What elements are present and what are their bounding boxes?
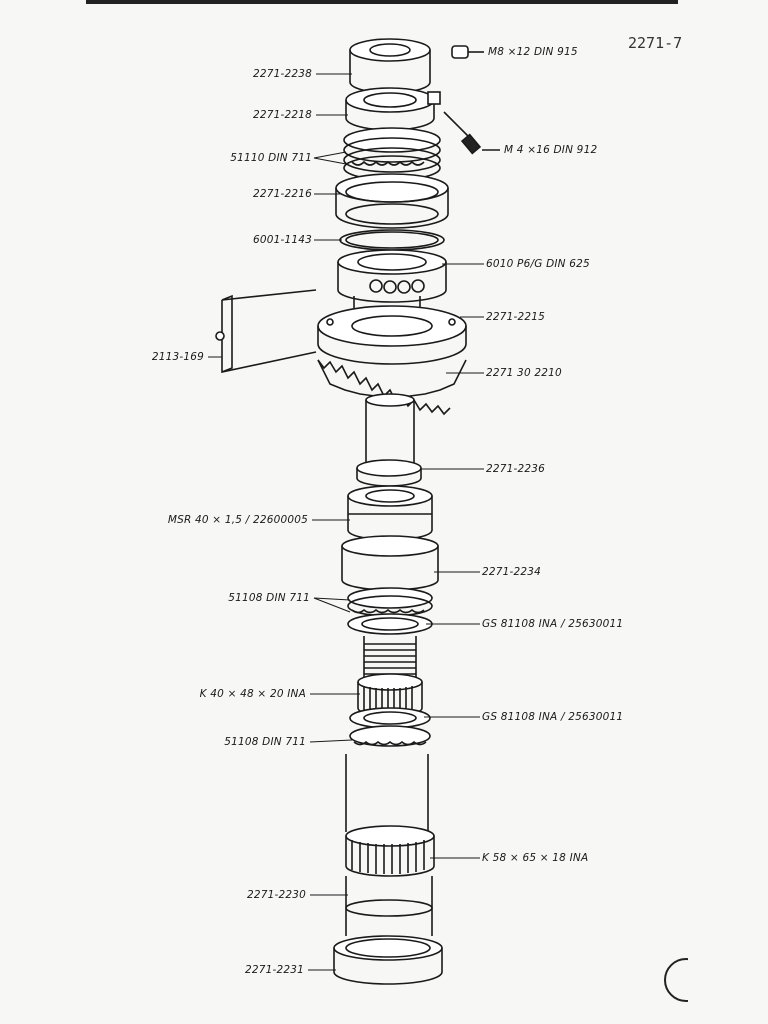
part-2271-2234 xyxy=(341,535,439,591)
leader-lines xyxy=(208,73,484,971)
label-gs-81108-upper: GS 81108 INA / 25630011 xyxy=(482,618,624,630)
part-2271-2230 xyxy=(345,876,433,936)
label-6010-din-625: 6010 P6/G DIN 625 xyxy=(486,258,590,270)
shaft-upper xyxy=(365,393,415,468)
label-2113-169: 2113-169 xyxy=(151,351,204,363)
label-2271-2231: 2271-2231 xyxy=(244,964,304,976)
label-51108-din-711-lower: 51108 DIN 711 xyxy=(224,736,306,748)
label-m4-din-912: M 4 ×16 DIN 912 xyxy=(504,144,598,156)
label-msr-40: MSR 40 × 1,5 / 22600005 xyxy=(167,514,308,526)
thrust-bearing-51108-upper xyxy=(347,587,433,617)
label-2271-30-2210: 2271 30 2210 xyxy=(486,367,562,379)
label-2271-2234: 2271-2234 xyxy=(482,566,542,578)
label-2271-2218: 2271-2218 xyxy=(252,109,312,121)
label-2271-2215: 2271-2215 xyxy=(486,311,546,323)
shaft-lower xyxy=(345,754,429,832)
label-gs-81108-lower: GS 81108 INA / 25630011 xyxy=(482,711,624,723)
label-6001-1143: 6001-1143 xyxy=(252,234,312,246)
top-border xyxy=(86,0,678,4)
washer-gs-81108-upper xyxy=(347,613,433,635)
part-2271-2216 xyxy=(335,173,449,229)
label-51108-din-711-upper: 51108 DIN 711 xyxy=(228,592,310,604)
part-2271-2236 xyxy=(356,459,422,487)
label-m8-din-915: M8 ×12 DIN 915 xyxy=(488,46,578,58)
needle-bearing-k58 xyxy=(345,825,435,877)
thrust-bearing-51110 xyxy=(343,127,441,181)
locknut-msr-40 xyxy=(347,485,433,541)
label-2271-2216: 2271-2216 xyxy=(252,188,312,200)
threaded-shaft xyxy=(363,636,417,680)
key-plate-2113-169 xyxy=(215,289,317,373)
thrust-bearing-51108-lower xyxy=(349,725,431,747)
label-k58-ina: K 58 × 65 × 18 INA xyxy=(482,852,589,864)
part-2271-2218 xyxy=(345,87,441,131)
circlip-6001-1143 xyxy=(339,229,445,251)
screw-m4 xyxy=(443,111,500,155)
ball-bearing-6010 xyxy=(337,249,447,303)
label-51110-din-711: 51110 DIN 711 xyxy=(230,152,312,164)
part-2271-2215 xyxy=(317,305,467,365)
set-screw-m8 xyxy=(451,45,484,59)
label-2271-2236: 2271-2236 xyxy=(486,463,546,475)
part-2271-2231 xyxy=(333,935,443,985)
label-2271-2238: 2271-2238 xyxy=(252,68,312,80)
washer-gs-81108-lower xyxy=(349,707,431,729)
page-number: 2271-7 xyxy=(628,34,683,52)
part-2271-2238 xyxy=(349,38,431,94)
label-2271-2230: 2271-2230 xyxy=(246,889,306,901)
label-k40-ina: K 40 × 48 × 20 INA xyxy=(199,688,306,700)
